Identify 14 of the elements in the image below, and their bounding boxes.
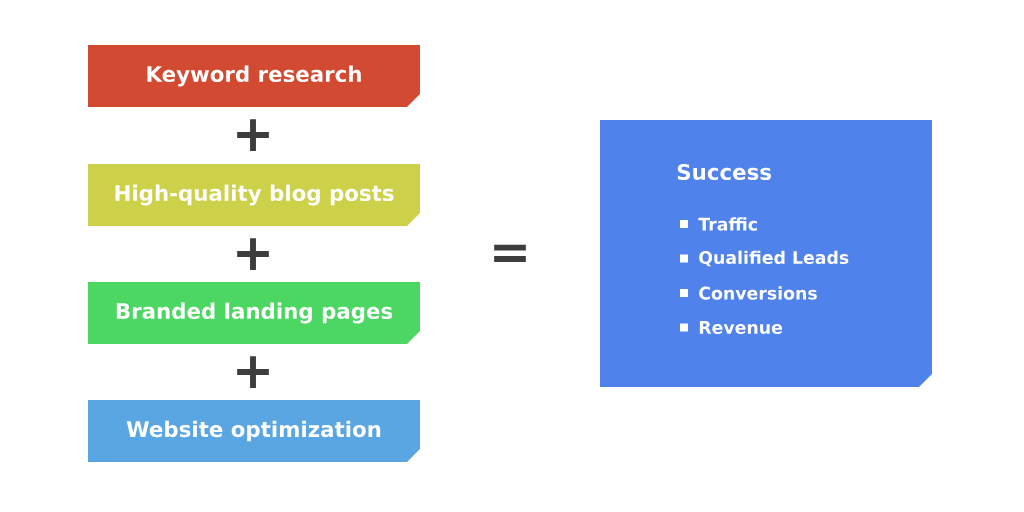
operator-sign: + xyxy=(237,238,269,270)
step-box: Website optimization xyxy=(88,400,420,462)
bullet-item: Conversions xyxy=(680,286,817,300)
bullet-item: Traffic xyxy=(680,217,757,231)
step-box: Branded landing pages xyxy=(88,282,420,344)
success-heading: Success xyxy=(677,163,771,181)
operator-sign: + xyxy=(237,356,269,388)
result-box xyxy=(600,120,932,387)
step-box: Keyword research xyxy=(88,45,420,107)
step-box: High-quality blog posts xyxy=(88,164,420,226)
operator-sign: + xyxy=(237,119,269,151)
bullet-item: Revenue xyxy=(680,321,782,334)
bullet-item: Qualified Leads xyxy=(680,250,849,267)
operator-sign: = xyxy=(494,244,526,262)
